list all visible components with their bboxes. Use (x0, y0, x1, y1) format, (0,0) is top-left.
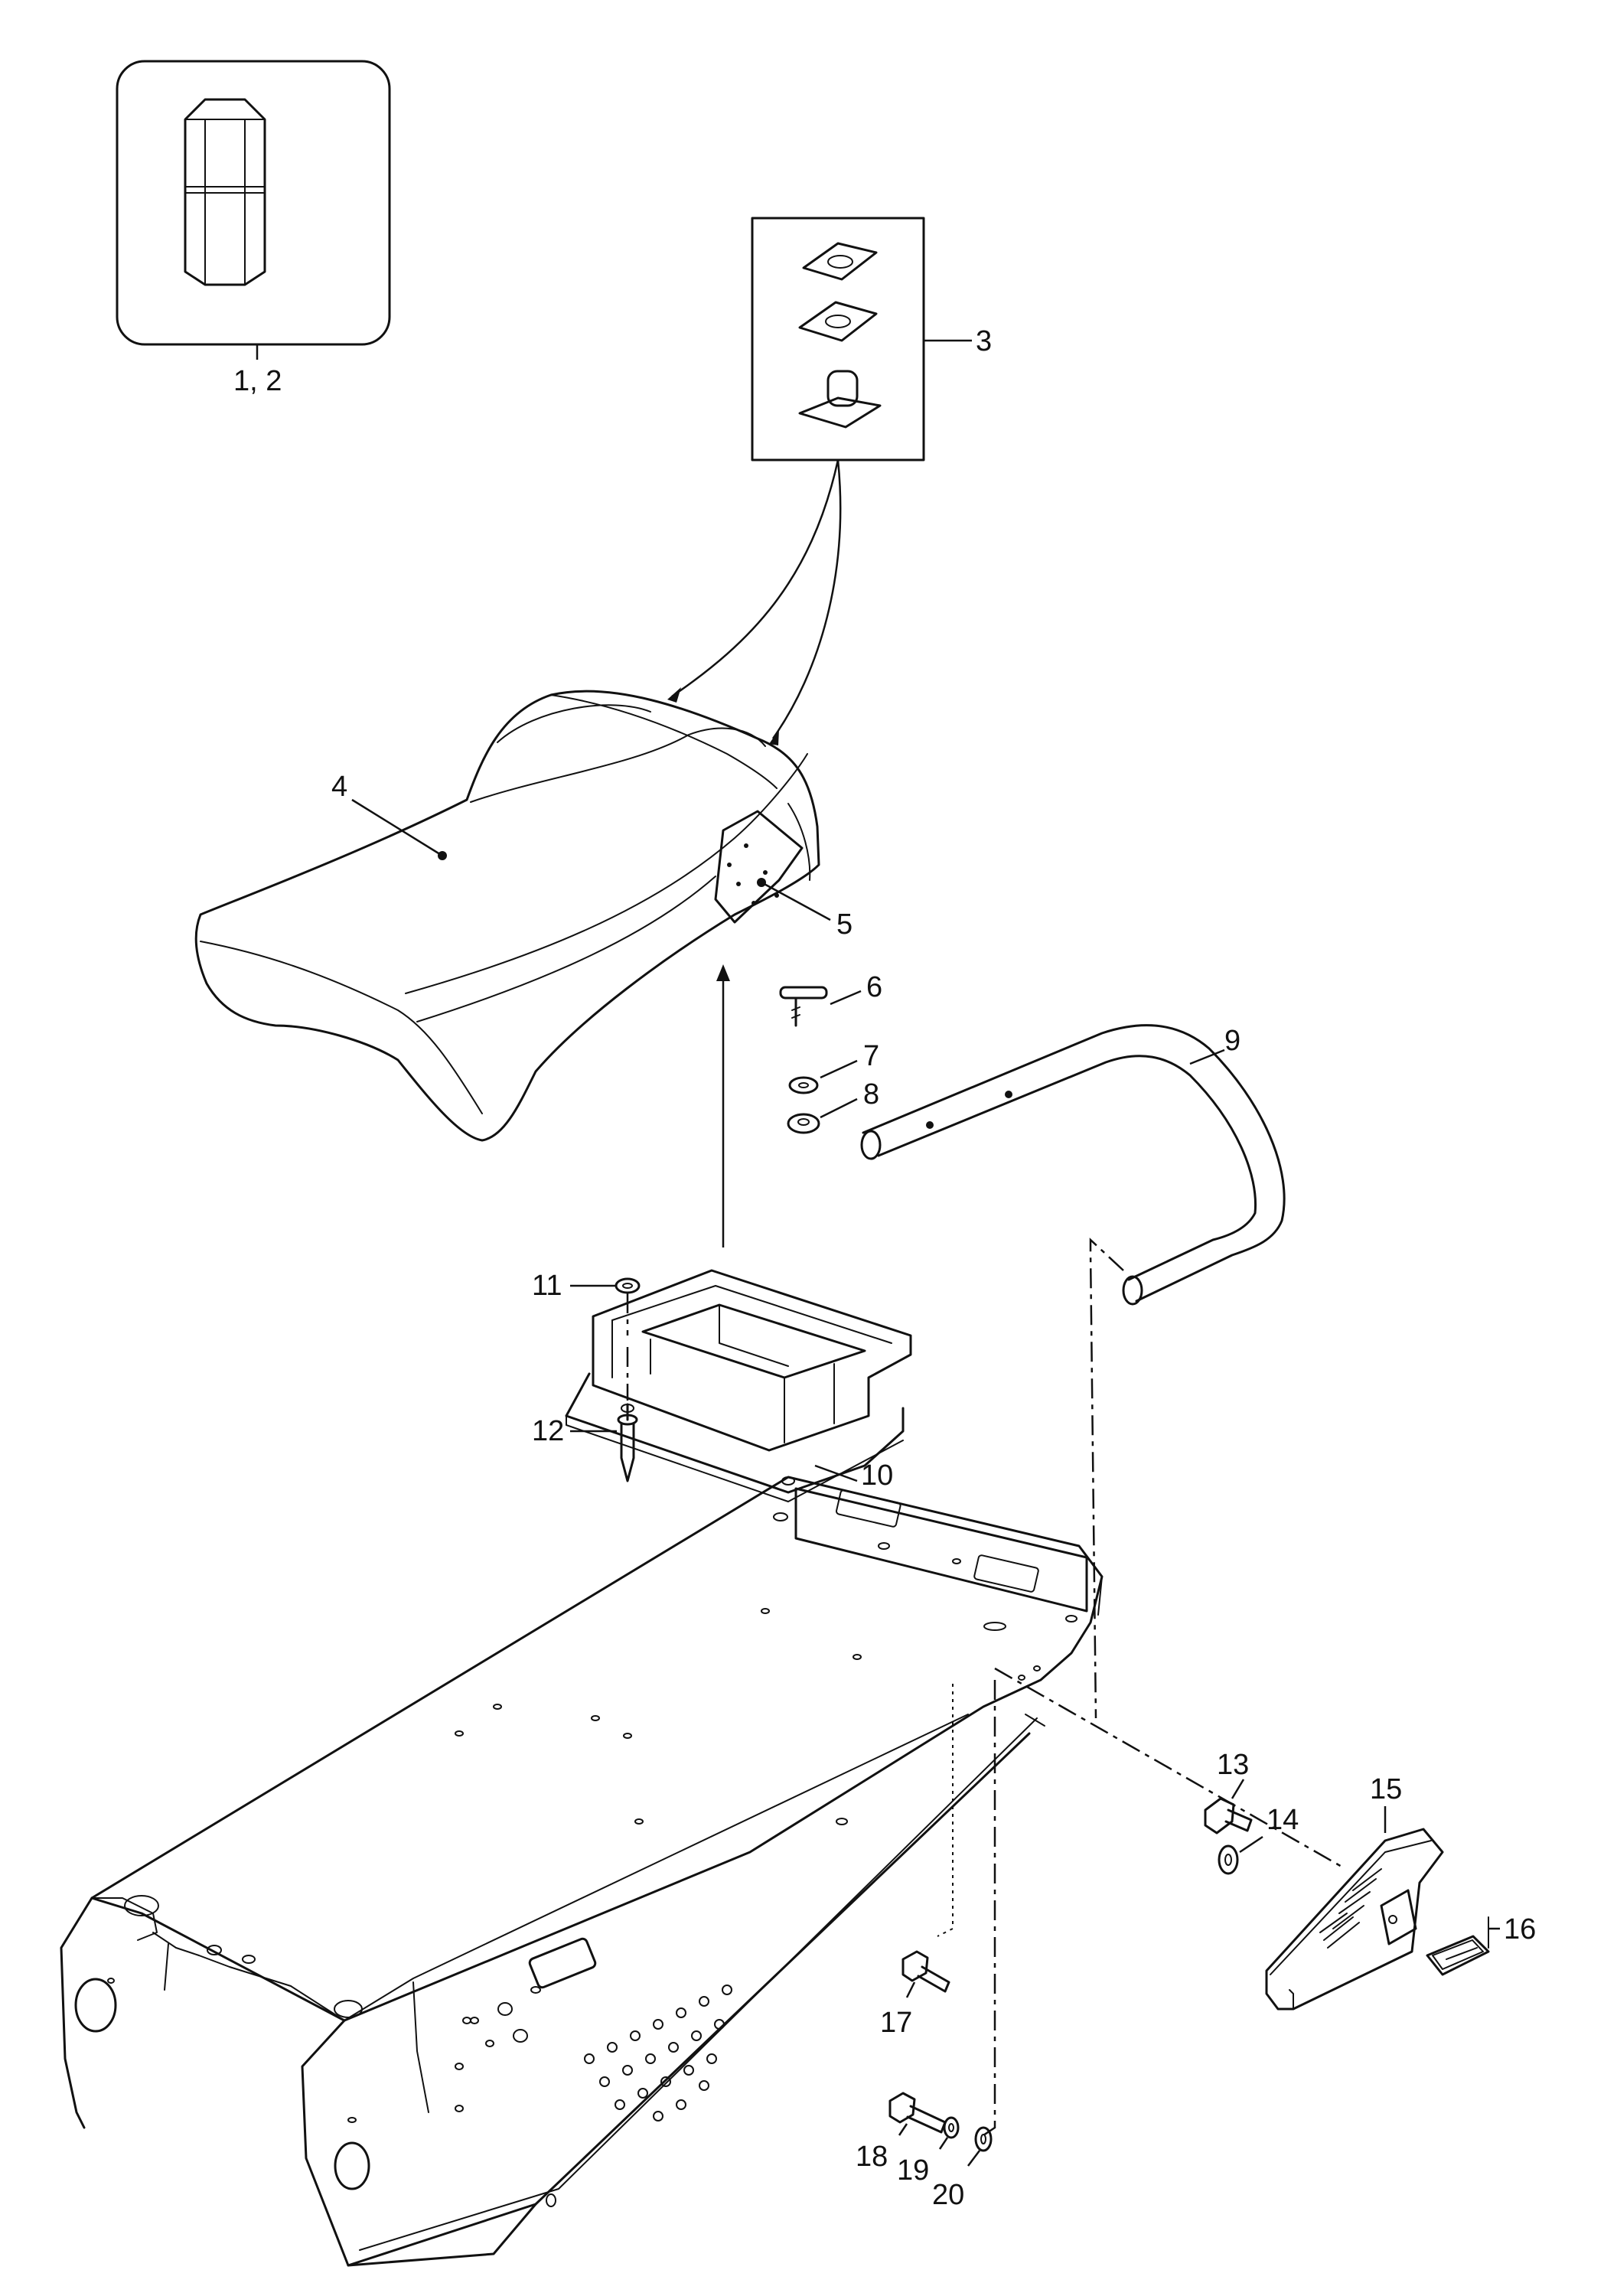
callout-8: 8 (863, 1078, 879, 1110)
screw-part-17 (901, 1950, 950, 1998)
washer-part-14 (1218, 1835, 1263, 1875)
reflector-part-16 (1426, 1916, 1500, 1976)
callout-1-2: 1, 2 (233, 365, 282, 397)
callout-3: 3 (976, 325, 992, 357)
cover-grille-lines (1319, 1868, 1382, 1949)
pin-part-6 (779, 986, 862, 1027)
callout-15: 15 (1370, 1773, 1402, 1805)
callout-5: 5 (836, 908, 853, 941)
grommet-part-11 (570, 1277, 641, 1336)
callout-20: 20 (932, 2179, 964, 2211)
nut-part-8 (787, 1097, 858, 1134)
washer-part-7 (788, 1059, 858, 1094)
callout-14: 14 (1267, 1804, 1299, 1836)
assembly-centerlines (937, 1238, 1344, 2137)
bolt-part-18 (888, 2092, 947, 2136)
washer-part-20 (967, 2126, 993, 2167)
seat-assembly (194, 690, 820, 1142)
callout-11: 11 (532, 1270, 562, 1302)
handle-part-9 (860, 1024, 1286, 1306)
rivet-part-12 (570, 1347, 638, 1482)
callout-18: 18 (856, 2141, 888, 2173)
callout-16: 16 (1504, 1913, 1536, 1945)
callout-4: 4 (331, 771, 347, 803)
callout-12: 12 (532, 1415, 564, 1447)
step-plate-holes (584, 1985, 732, 2122)
assembly-arrows-part-3 (667, 459, 842, 745)
inset-part-3 (751, 217, 972, 461)
callout-9: 9 (1224, 1025, 1240, 1057)
callout-10: 10 (861, 1459, 893, 1492)
callout-19: 19 (897, 2154, 929, 2187)
assembly-arrow-box-to-seat (716, 964, 730, 1247)
callout-17: 17 (880, 2007, 912, 2039)
callout-6: 6 (866, 971, 882, 1003)
bolt-part-13 (1204, 1779, 1253, 1835)
seat-box-part-10 (565, 1269, 912, 1502)
washer-part-19 (938, 2116, 960, 2150)
main-frame (60, 1476, 1104, 2267)
callout-13: 13 (1217, 1749, 1249, 1781)
callout-7: 7 (863, 1040, 879, 1072)
cover-part-15 (1265, 1806, 1444, 2011)
inset-parts-1-2 (116, 60, 391, 360)
